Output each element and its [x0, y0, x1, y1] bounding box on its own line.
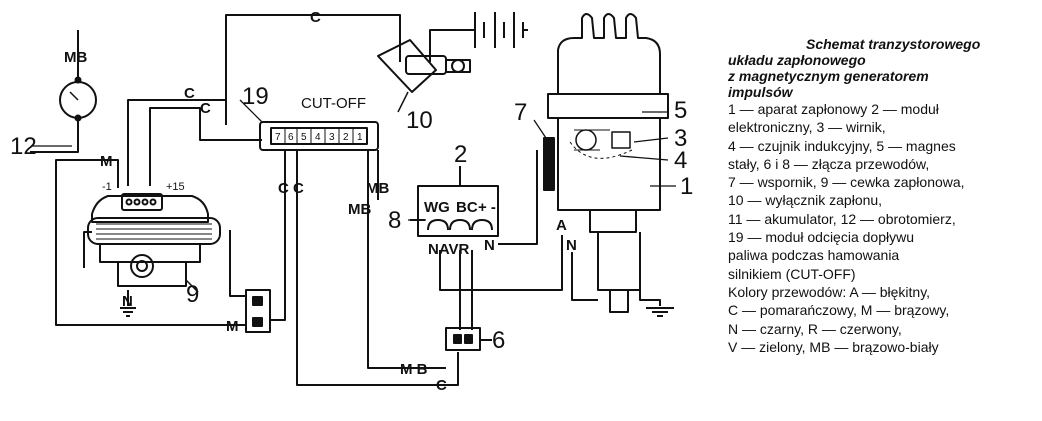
- legend: Schemat tranzystorowego układu zapłonowe…: [728, 36, 1033, 356]
- cutoff-pin: 3: [329, 132, 335, 143]
- cutoff-pin: 7: [275, 132, 281, 143]
- label-1: 1: [680, 173, 693, 200]
- label-12: 12: [10, 133, 37, 160]
- wire-mb-1: [367, 150, 446, 369]
- legend-line: 4 — czujnik indukcyjny, 5 — magnes: [728, 137, 956, 154]
- wire-label-a-dist: A: [556, 217, 567, 234]
- cutoff-pins: 7 6 5 4 3 2 1: [275, 132, 363, 143]
- wire-label-mb-gauge: MB: [64, 49, 87, 66]
- wire-label-wg: WG: [424, 199, 450, 216]
- cutoff-label: CUT-OFF: [301, 95, 366, 112]
- coil-terminal-plus: +15: [166, 181, 185, 193]
- tachometer: [59, 76, 97, 122]
- cutoff-pin: 2: [343, 132, 349, 143]
- wire-label-n-module: N: [484, 237, 495, 254]
- wire-c-left2: [149, 107, 262, 186]
- bracket: [543, 137, 555, 191]
- cutoff-pin: 5: [301, 132, 307, 143]
- distributor: [547, 13, 674, 317]
- ignition-switch: [377, 39, 471, 113]
- wire-c-top: [225, 14, 401, 125]
- wire-dist-n: [571, 252, 598, 301]
- label-10: 10: [406, 107, 433, 134]
- legend-line: Kolory przewodów: A — błękitny,: [728, 283, 931, 300]
- wire-label-c-left1: C: [184, 85, 195, 102]
- legend-line: V — zielony, MB — brązowo-biały: [728, 338, 939, 355]
- legend-title-line: układu zapłonowego: [728, 52, 866, 68]
- wire-label-m-left: M: [100, 153, 113, 170]
- legend-line: 7 — wspornik, 9 — cewka zapłonowa,: [728, 174, 965, 191]
- wire-label-mb-left: MB: [348, 201, 371, 218]
- label-2: 2: [454, 141, 467, 168]
- legend-line: stały, 6 i 8 — złącza przewodów,: [728, 155, 930, 172]
- cutoff-pin: 1: [357, 132, 363, 143]
- wire-gauge-down: [30, 118, 79, 153]
- legend-line: 11 — akumulator, 12 — obrotomierz,: [728, 210, 956, 227]
- wire-label-n-coil: N: [122, 293, 133, 310]
- wire-label-bc: BC: [456, 199, 478, 216]
- wire-dist-ground: [639, 280, 661, 306]
- wire-module-a: [439, 235, 563, 291]
- leader-lines: [32, 99, 676, 221]
- wire-label-m-connector: M: [226, 318, 239, 335]
- legend-line: 1 — aparat zapłonowy 2 — moduł: [728, 101, 939, 117]
- wire-label-n-dist: N: [566, 237, 577, 254]
- legend-line: 10 — wyłącznik zapłonu,: [728, 192, 883, 209]
- wire-coil-right: [229, 230, 246, 297]
- component-numbers: 12 19 10 2 8 7 5 3 4 1 9 6: [10, 83, 693, 354]
- legend-title: Schemat tranzystorowego układu zapłonowe…: [728, 36, 1033, 100]
- wire-battery: [429, 29, 475, 62]
- legend-line: paliwa podczas hamowania: [728, 247, 900, 264]
- legend-title-line: Schemat tranzystorowego: [806, 36, 981, 52]
- label-9: 9: [186, 281, 199, 308]
- label-4: 4: [674, 147, 687, 174]
- wire-label-mb-bottom: M B: [400, 361, 428, 378]
- legend-line: N — czarny, R — czerwony,: [728, 320, 902, 337]
- wire-label-c-bottom: C: [436, 377, 447, 394]
- wire-label-c-top: C: [310, 9, 321, 26]
- wire-m-left: [55, 159, 246, 326]
- ignition-wiring-diagram: 12 19 10 2 8 7 5 3 4 1 9 6 C MB C C M CU…: [10, 9, 693, 394]
- connector-m: [245, 289, 271, 333]
- label-19: 19: [242, 83, 269, 110]
- legend-line: elektroniczny, 3 — wirnik,: [728, 119, 886, 136]
- cutoff-pin: 6: [288, 132, 294, 143]
- legend-line: C — pomarańczowy, M — brązowy,: [728, 302, 950, 319]
- legend-line: 19 — moduł odcięcia dopływu: [728, 229, 914, 246]
- label-3: 3: [674, 125, 687, 152]
- label-8: 8: [388, 207, 401, 234]
- coil-terminal-minus: -1: [102, 181, 112, 193]
- cutoff-pin: 4: [315, 132, 321, 143]
- legend-title-line: impulsów: [728, 84, 793, 100]
- wire-label-navr: NAVR: [428, 241, 470, 258]
- connector-6: [445, 327, 481, 351]
- ignition-coil: [83, 193, 221, 317]
- wire-label-plus-minus: + -: [478, 199, 496, 216]
- wire-label-mb-right: MB: [366, 180, 389, 197]
- wire-cc-2: [296, 150, 459, 386]
- wire-cc-1: [270, 150, 286, 321]
- legend-line: silnikiem (CUT-OFF): [728, 265, 856, 282]
- wire-module-n: [498, 150, 538, 245]
- cutoff-module: [259, 121, 379, 151]
- wires: [30, 14, 661, 386]
- wire-labels: C MB C C M CUT-OFF C C MB MB WG BC + - N…: [64, 9, 577, 394]
- battery: [474, 12, 528, 48]
- legend-title-line: z magnetycznym generatorem: [728, 68, 929, 84]
- wire-label-c-left2: C: [200, 100, 211, 117]
- wire-c-left1: [127, 99, 227, 186]
- label-5: 5: [674, 97, 687, 124]
- wire-label-cc: C C: [278, 180, 304, 197]
- label-7: 7: [514, 99, 527, 126]
- label-6: 6: [492, 327, 505, 354]
